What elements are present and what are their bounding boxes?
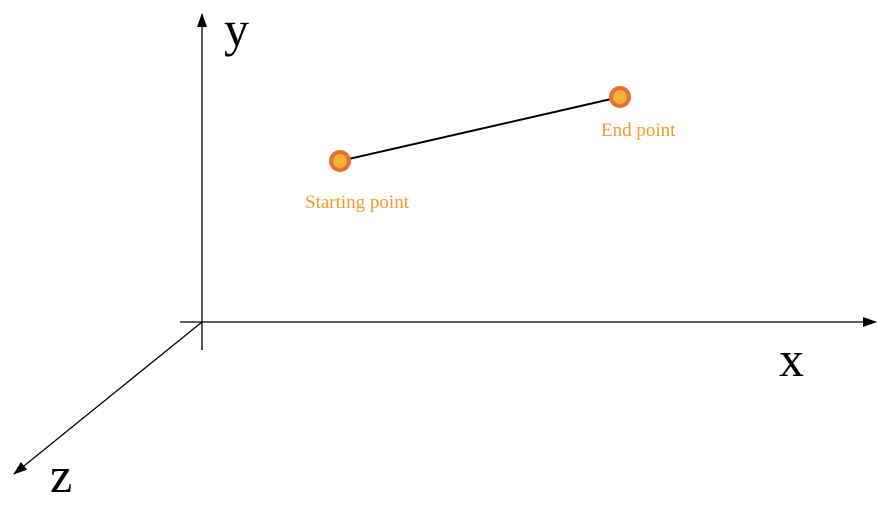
starting-point-marker	[329, 150, 351, 172]
line-segment	[339, 96, 621, 162]
end-point-marker	[609, 86, 631, 108]
z-axis-label: z	[50, 447, 72, 503]
x-axis-label: x	[779, 331, 804, 387]
starting-point-label: Starting point	[305, 192, 410, 213]
end-point-label: End point	[601, 120, 676, 141]
z-axis	[13, 321, 203, 475]
y-axis-label: y	[224, 1, 249, 57]
